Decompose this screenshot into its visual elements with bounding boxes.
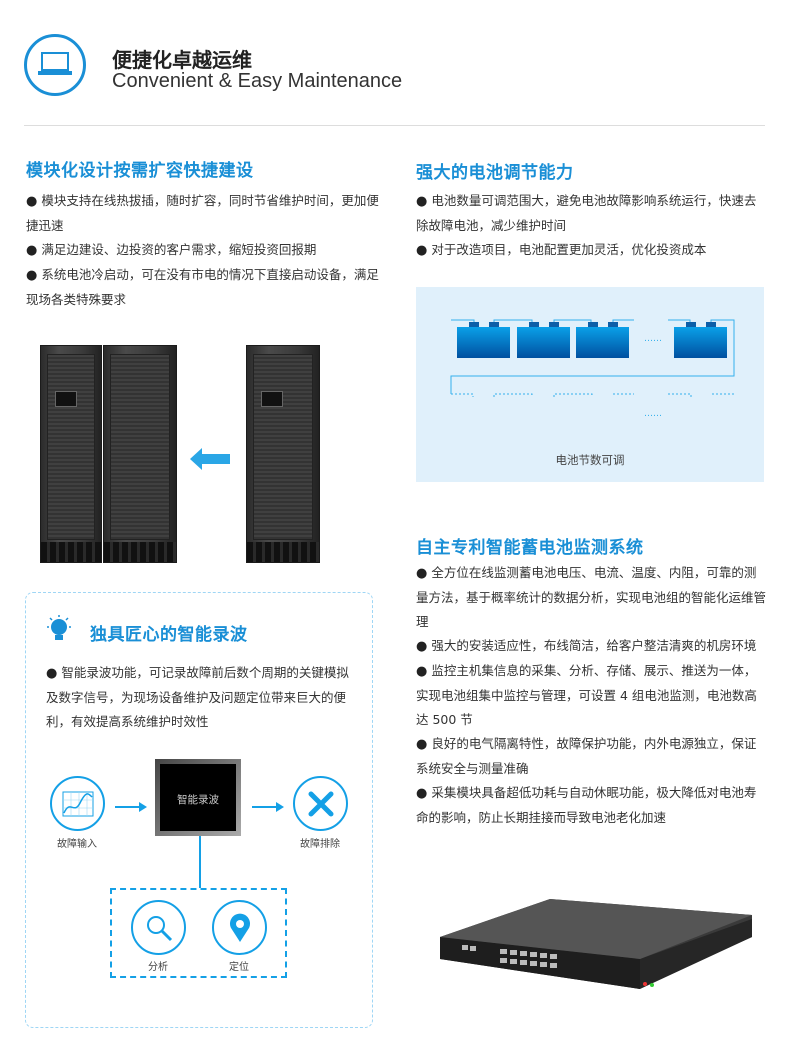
ellipsis: …… [644, 334, 662, 344]
modular-list: ● 模块支持在线热拔插，随时扩容，同时节省维护时间，更加便捷迅速 ● 满足边建设… [26, 189, 386, 312]
wave-panel [25, 592, 373, 1028]
list-item: ● 电池数量可调范围大，避免电池故障影响系统运行，快速去除故障电池，减少维护时间 [416, 193, 757, 233]
analysis-box [110, 888, 287, 978]
cabinet-image [103, 345, 177, 563]
wave-title: 独具匠心的智能录波 [90, 625, 248, 645]
monitor-title: 自主专利智能蓄电池监测系统 [416, 538, 644, 558]
battery-icon [576, 327, 629, 358]
battery-diagram-caption: 电池节数可调 [555, 453, 625, 467]
analyze-label: 分析 [148, 962, 168, 973]
connector-line [199, 836, 201, 888]
waveform-icon [50, 776, 105, 831]
monitor-list: ● 全方位在线监测蓄电池电压、电流、温度、内阻，可靠的测量方法，基于概率统计的数… [416, 561, 766, 830]
list-item: ● 对于改造项目，电池配置更加灵活，优化投资成本 [416, 242, 707, 258]
list-item: ● 强大的安装适应性，布线简洁，给客户整洁清爽的机房环境 [416, 638, 757, 654]
list-item: ● 模块支持在线热拔插，随时扩容，同时节省维护时间，更加便捷迅速 [26, 193, 379, 233]
modular-title: 模块化设计按需扩容快捷建设 [26, 161, 254, 181]
arrow-right-icon [115, 797, 147, 816]
list-item: ● 满足边建设、边投资的客户需求，缩短投资回报期 [26, 242, 317, 258]
locate-label: 定位 [229, 962, 249, 973]
ellipsis: …… [644, 409, 662, 419]
list-item: ● 监控主机集信息的采集、分析、存储、展示、推送为一体，实现电池组集中监控与管理… [416, 663, 757, 727]
battery-icon [674, 327, 727, 358]
list-item: ● 采集模块具备超低功耗与自动休眠功能，极大降低对电池寿命的影响，防止长期挂接而… [416, 785, 757, 825]
monitor-host-image [440, 897, 752, 1013]
header-title-en: Convenient & Easy Maintenance [112, 70, 403, 92]
header-title-cn: 便捷化卓越运维 [112, 48, 252, 72]
arrow-right-icon [252, 797, 284, 816]
list-item: ● 智能录波功能，可记录故障前后数个周期的关键模拟及数字信号，为现场设备维护及问… [46, 665, 349, 729]
tools-icon [293, 776, 348, 831]
lightbulb-icon [44, 614, 74, 648]
battery-diagram: …… …… 电池节数可调 [416, 287, 764, 482]
laptop-logo-icon [24, 34, 86, 96]
battery-icon [457, 327, 510, 358]
list-item: ● 系统电池冷启动，可在没有市电的情况下直接启动设备，满足现场各类特殊要求 [26, 267, 379, 307]
cabinet-image [40, 345, 102, 563]
fault-input-label: 故障输入 [57, 839, 97, 850]
battery-title: 强大的电池调节能力 [416, 163, 574, 183]
list-item: ● 全方位在线监测蓄电池电压、电流、温度、内阻，可靠的测量方法，基于概率统计的数… [416, 565, 767, 629]
cabinet-image [246, 345, 320, 563]
wave-list: ● 智能录波功能，可记录故障前后数个周期的关键模拟及数字信号，为现场设备维护及问… [46, 661, 356, 734]
wave-recorder-screen: 智能录波 [155, 759, 241, 836]
battery-icon [517, 327, 570, 358]
location-pin-icon [212, 900, 267, 955]
fault-clear-label: 故障排除 [300, 839, 340, 850]
divider [24, 125, 765, 126]
arrow-left-icon [190, 448, 230, 474]
battery-list: ● 电池数量可调范围大，避免电池故障影响系统运行，快速去除故障电池，减少维护时间… [416, 189, 766, 263]
magnifier-icon [131, 900, 186, 955]
list-item: ● 良好的电气隔离特性，故障保护功能，内外电源独立，保证系统安全与测量准确 [416, 736, 757, 776]
wave-recorder-label: 智能录波 [160, 764, 236, 831]
